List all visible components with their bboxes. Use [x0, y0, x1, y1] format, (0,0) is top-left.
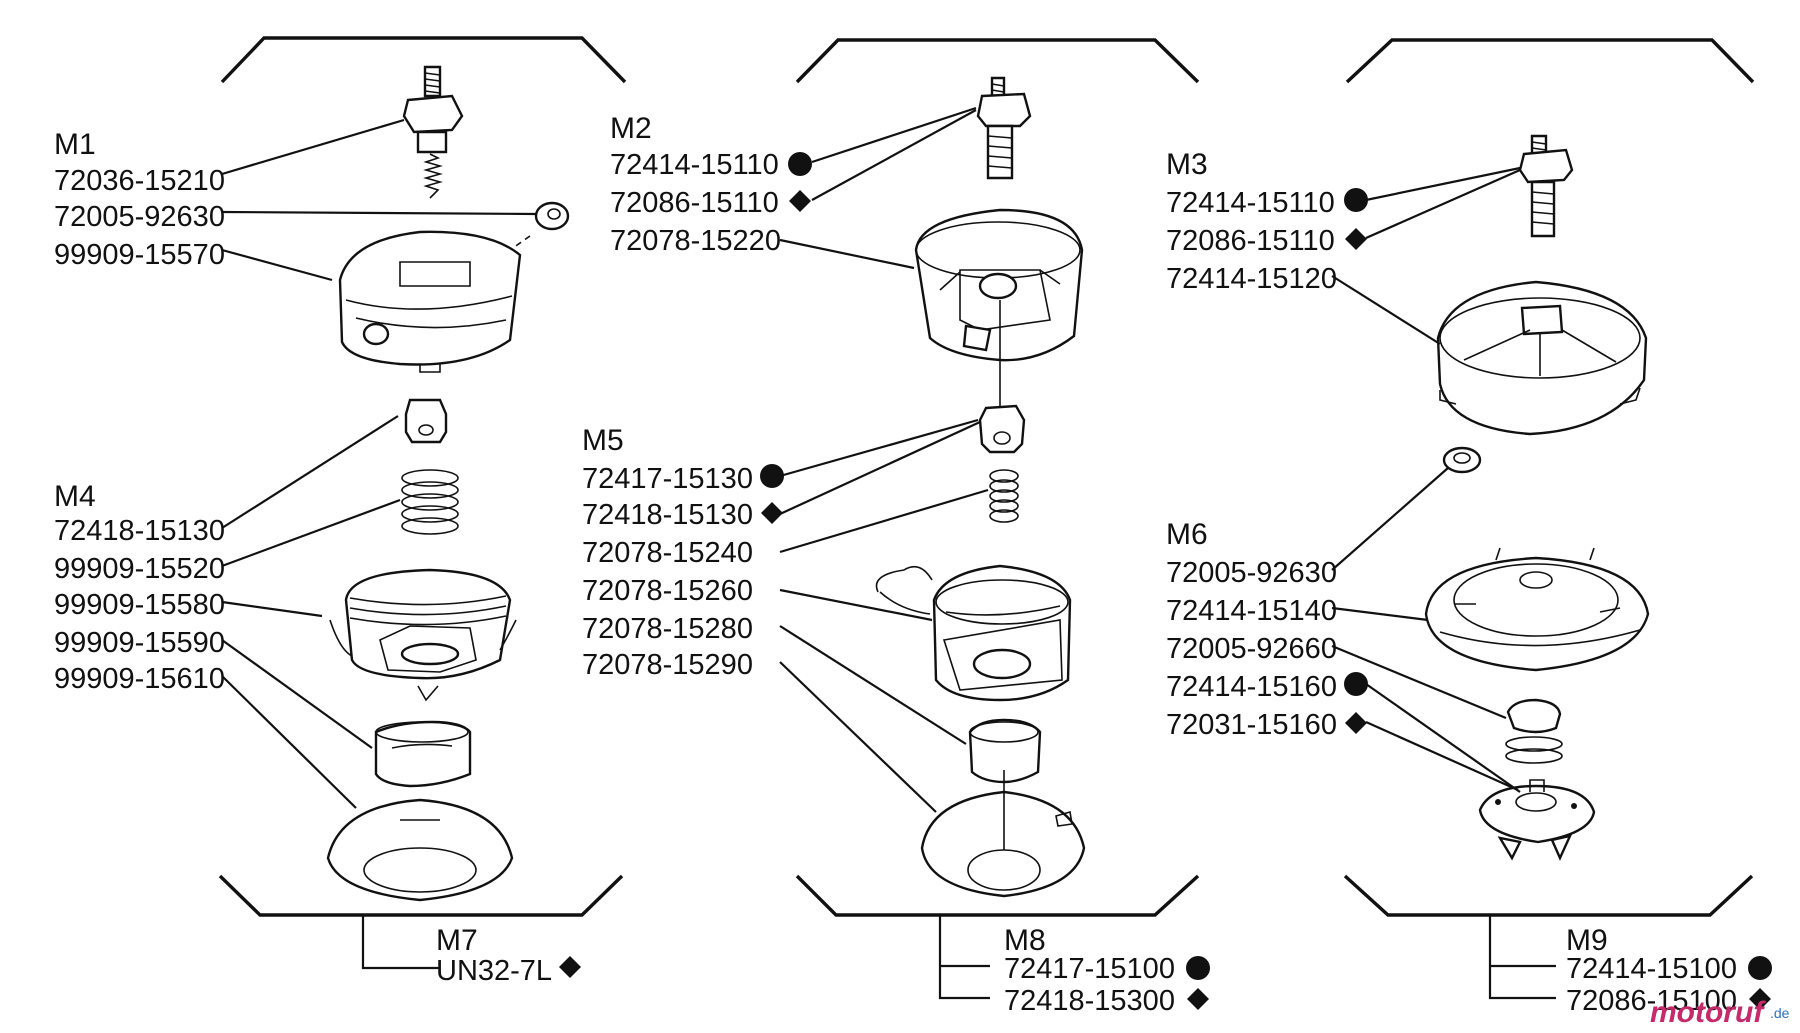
black-diamond-icon [1749, 988, 1771, 1010]
part-number: 72078-15240 [582, 537, 753, 569]
part-bottom-cup-m7 [326, 798, 514, 902]
frame-middle [795, 38, 1200, 917]
part-nut-m4 [404, 398, 448, 444]
group-m9: M9 72414-15100 72086-15100 [1566, 924, 1772, 1017]
part-number: 72414-15160 [1166, 671, 1337, 703]
part-cap-m4 [374, 720, 472, 788]
part-number: 99909-15610 [54, 663, 225, 695]
group-m5: M5 72417-15130 72418-15130 72078-15240 7… [582, 424, 784, 681]
black-circle-icon [1748, 956, 1772, 980]
group-m3: M3 72414-15110 72086-15110 72414-15120 [1166, 148, 1368, 295]
part-number: 72414-15140 [1166, 595, 1337, 627]
group-m6: M6 72005-92630 72414-15140 72005-92660 7… [1166, 518, 1368, 741]
part-number: UN32-7L [436, 955, 552, 987]
black-circle-icon [1344, 672, 1368, 696]
code-m3: M3 [1166, 148, 1208, 181]
part-bolt-m2 [976, 76, 1032, 180]
part-spring-m4 [401, 469, 459, 535]
part-number: 72086-15110 [1166, 225, 1335, 257]
part-spool-m5 [875, 564, 1072, 702]
part-bottom-cap-m9 [1478, 779, 1596, 861]
part-number: 99909-15520 [54, 553, 225, 585]
part-housing-m2 [914, 208, 1084, 362]
code-m5: M5 [582, 424, 624, 457]
part-number: 99909-15590 [54, 627, 225, 659]
part-nut-m5 [978, 404, 1026, 454]
leader-lines [221, 106, 1556, 1000]
code-m2: M2 [610, 112, 652, 145]
group-m4: M4 72418-15130 99909-15520 99909-15580 9… [54, 480, 225, 695]
part-spring-m5 [989, 469, 1019, 523]
part-hub-m3 [1436, 280, 1648, 436]
code-m6: M6 [1166, 518, 1208, 551]
part-spool-m4 [329, 568, 517, 702]
part-number: 72078-15290 [582, 649, 753, 681]
code-m7: M7 [436, 924, 478, 957]
part-cap-m5 [968, 718, 1042, 784]
code-m8: M8 [1004, 924, 1046, 957]
part-number: 99909-15580 [54, 589, 225, 621]
part-bolt-m3 [1518, 134, 1574, 238]
black-circle-icon [788, 152, 812, 176]
group-m8: M8 72417-15100 72418-15300 [1004, 924, 1210, 1017]
part-number: 99909-15570 [54, 239, 225, 271]
part-number: 72005-92660 [1166, 633, 1337, 665]
part-small-nut-m1 [509, 201, 570, 251]
part-washer-m6 [1442, 446, 1482, 474]
watermark-logo: motoruf .de [1650, 996, 1790, 1029]
frame-left [218, 36, 627, 917]
part-number: 72078-15260 [582, 575, 753, 607]
black-circle-icon [1344, 188, 1368, 212]
part-number: 72414-15110 [1166, 187, 1335, 219]
part-number: 72414-15120 [1166, 263, 1337, 295]
group-m1: M1 72036-15210 72005-92630 99909-15570 [54, 128, 225, 271]
part-number: 72078-15280 [582, 613, 753, 645]
part-number: 72086-15100 [1566, 985, 1737, 1017]
part-number: 72417-15130 [582, 463, 753, 495]
code-m9: M9 [1566, 924, 1608, 957]
watermark-suffix: .de [1770, 1005, 1790, 1021]
part-number: 72418-15300 [1004, 985, 1175, 1017]
part-number: 72414-15110 [610, 149, 779, 181]
part-housing-m1 [338, 230, 522, 373]
part-number: 72086-15110 [610, 187, 779, 219]
part-spool-m6 [1424, 547, 1650, 672]
black-diamond-icon [1345, 712, 1367, 734]
part-bottom-cup-m8 [920, 770, 1086, 898]
part-number: 72417-15100 [1004, 953, 1175, 985]
part-number: 72418-15130 [54, 515, 225, 547]
part-number: 72005-92630 [54, 201, 225, 233]
code-m4: M4 [54, 480, 96, 513]
frame-right [1343, 38, 1755, 917]
code-m1: M1 [54, 128, 96, 161]
part-number: 72418-15130 [582, 499, 753, 531]
part-number: 72036-15210 [54, 165, 225, 197]
black-diamond-icon [1345, 228, 1367, 250]
black-diamond-icon [1187, 988, 1209, 1010]
watermark-text: motoruf [1650, 996, 1766, 1028]
black-diamond-icon [789, 190, 811, 212]
group-m7: M7 UN32-7L [436, 924, 581, 987]
black-circle-icon [760, 464, 784, 488]
black-diamond-icon [761, 502, 783, 524]
group-m2: M2 72414-15110 72086-15110 72078-15220 [610, 112, 812, 257]
black-circle-icon [1186, 956, 1210, 980]
part-number: 72005-92630 [1166, 557, 1337, 589]
black-diamond-icon [559, 956, 581, 978]
part-spring-m6 [1505, 698, 1563, 764]
part-number: 72078-15220 [610, 225, 781, 257]
part-number: 72031-15160 [1166, 709, 1337, 741]
part-number: 72414-15100 [1566, 953, 1737, 985]
part-bolt-m1 [402, 65, 464, 199]
